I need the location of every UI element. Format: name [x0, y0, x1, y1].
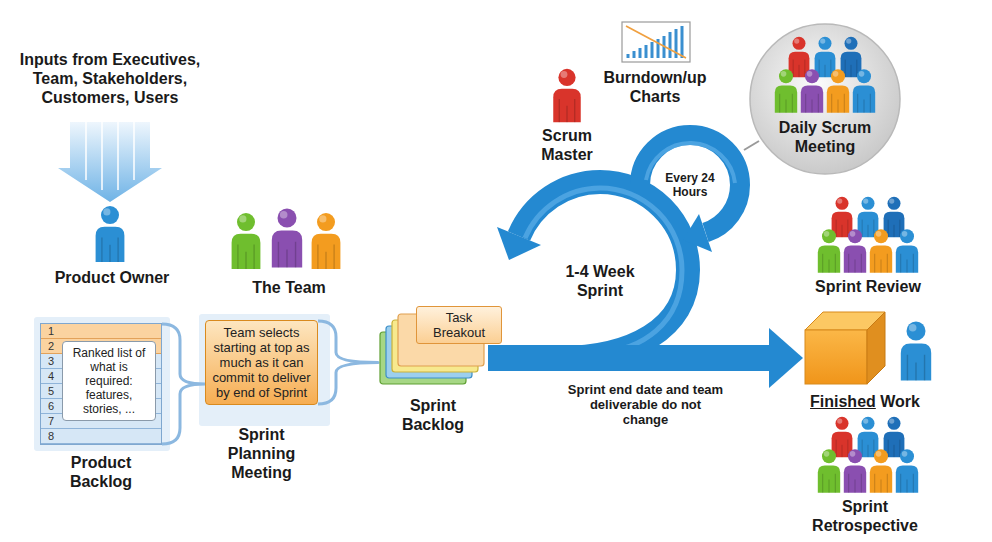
caption-label: Sprint Review	[798, 277, 938, 296]
rank-number: 1	[43, 324, 59, 339]
input-arrow	[58, 122, 162, 202]
chart-burndown-line	[626, 26, 686, 58]
planning-title: Sprint Planning Meeting	[205, 425, 318, 482]
team-member-icon	[272, 209, 302, 268]
backlog-row	[41, 324, 161, 339]
caption-label: Inputs from Executives, Team, Stakeholde…	[5, 50, 215, 107]
finished-title: Finished Work	[800, 392, 930, 411]
daily-loop-head	[683, 214, 712, 252]
caption-label: Sprint Retrospective	[800, 497, 930, 535]
caption-label: Product Owner	[37, 268, 187, 287]
planning-panel	[199, 314, 330, 426]
rank-number: 7	[43, 414, 59, 429]
cube-side	[867, 312, 885, 384]
caption-label: 1-4 Week Sprint	[555, 262, 645, 300]
connector	[488, 328, 803, 388]
sprint-arrow	[488, 345, 769, 371]
rank-number: 6	[43, 399, 59, 414]
stack-title: Sprint Backlog	[383, 396, 483, 434]
rank-number: 8	[43, 429, 59, 444]
connector	[162, 324, 205, 444]
bracket-connector	[162, 324, 205, 444]
circle-outline	[750, 24, 900, 174]
caption-label: The Team	[229, 278, 349, 297]
daily-loop-arrow	[640, 135, 740, 233]
burndown-chart-icon	[622, 22, 690, 62]
edge-label: Sprint end date and team deliverable do …	[566, 382, 726, 427]
backlog-note: Ranked list of what is required: feature…	[66, 346, 152, 416]
card-node: Task Breakout	[416, 306, 502, 344]
input-arrow-slices	[86, 122, 134, 190]
caption-label: Scrum Master	[527, 126, 607, 164]
team-member-icon	[312, 213, 341, 269]
rank-number: 5	[43, 384, 59, 399]
input-arrows	[58, 122, 162, 202]
caption-label: Burndown/up Charts	[600, 68, 710, 106]
rank-number: 2	[43, 339, 59, 354]
sprint-loop-shine	[525, 188, 682, 352]
planning-node: Team selects starting at top as much as …	[205, 320, 318, 405]
sprint-review-group	[818, 197, 918, 273]
planning-box: Team selects starting at top as much as …	[205, 320, 318, 405]
product-owner-icon	[96, 206, 125, 262]
sprint-loop-head	[497, 227, 541, 260]
rank-number: 3	[43, 354, 59, 369]
card-text: Task Breakout	[421, 310, 497, 340]
meeting-title: Daily Scrum Meeting	[765, 118, 885, 156]
chart-frame	[622, 22, 690, 62]
rank-number: 4	[43, 369, 59, 384]
meeting-group	[775, 37, 875, 113]
customer-icon	[901, 322, 931, 381]
bracket-connector	[318, 321, 378, 404]
daily-loop	[640, 135, 740, 252]
sprint-loop	[497, 182, 688, 358]
underlined-word: Finished	[810, 393, 876, 410]
backlog-panel	[34, 317, 170, 451]
retrospective-group	[818, 417, 918, 493]
backlog-title: Product Backlog	[46, 453, 156, 491]
scrum-master-icon	[553, 69, 581, 122]
leader-line	[744, 141, 759, 150]
circle-node: Daily Scrum Meeting	[748, 22, 902, 176]
planning-text: Team selects starting at top as much as …	[211, 325, 312, 400]
caption-label: Every 24 Hours	[660, 171, 720, 199]
arrow-head	[769, 328, 803, 388]
connector	[318, 321, 378, 404]
cube-front	[805, 330, 867, 384]
ranked-node: Ranked list of what is required: feature…	[62, 341, 156, 421]
team-member-icon	[232, 213, 261, 269]
finished-cube	[805, 312, 885, 384]
sprint-loop-arrow	[519, 182, 688, 358]
backlog-row	[41, 429, 161, 444]
